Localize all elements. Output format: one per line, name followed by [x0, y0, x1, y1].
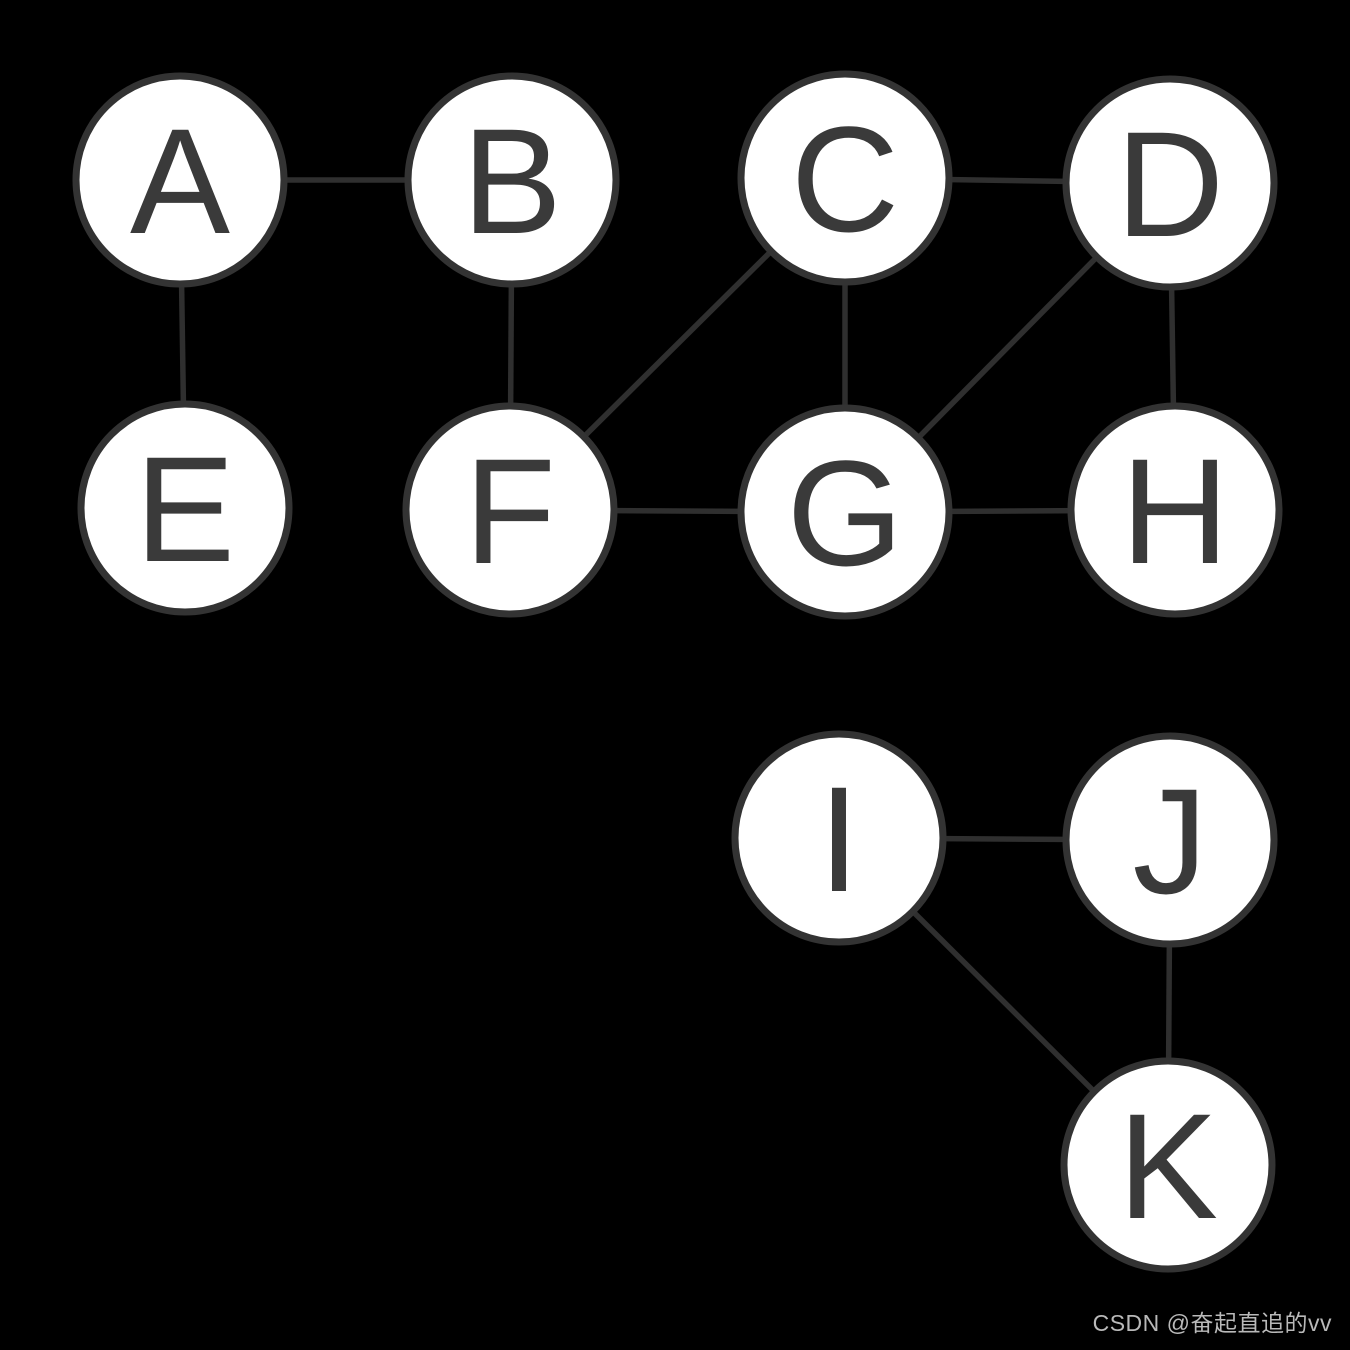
node-F: F [402, 402, 618, 618]
node-circle-F [402, 402, 618, 618]
node-E: E [77, 400, 293, 616]
watermark: CSDN @奋起直追的vv [1092, 1310, 1332, 1336]
node-B: B [404, 72, 620, 288]
node-label-B: B [462, 97, 562, 265]
node-circle-H [1067, 402, 1283, 618]
node-label-E: E [135, 425, 235, 593]
node-A: A [72, 72, 288, 288]
node-C: C [737, 70, 953, 286]
node-circle-A [72, 72, 288, 288]
node-label-I: I [818, 755, 860, 923]
node-circle-I [731, 730, 947, 946]
node-label-F: F [464, 427, 556, 595]
node-label-G: G [787, 429, 904, 597]
nodes-layer: A B C D E F G H I JK [72, 70, 1283, 1273]
node-G: G [737, 404, 953, 620]
node-circle-K [1060, 1057, 1276, 1273]
node-label-D: D [1116, 100, 1224, 268]
node-label-A: A [130, 97, 230, 265]
node-label-H: H [1121, 427, 1229, 595]
node-D: D [1062, 75, 1278, 291]
node-circle-G [737, 404, 953, 620]
node-circle-E [77, 400, 293, 616]
node-K: K [1060, 1057, 1276, 1273]
node-circle-D [1062, 75, 1278, 291]
node-I: I [731, 730, 947, 946]
node-label-C: C [791, 95, 899, 263]
node-label-J: J [1133, 757, 1208, 925]
node-circle-J [1062, 732, 1278, 948]
node-circle-B [404, 72, 620, 288]
node-H: H [1067, 402, 1283, 618]
node-J: J [1062, 732, 1278, 948]
node-circle-C [737, 70, 953, 286]
node-label-K: K [1118, 1082, 1218, 1250]
